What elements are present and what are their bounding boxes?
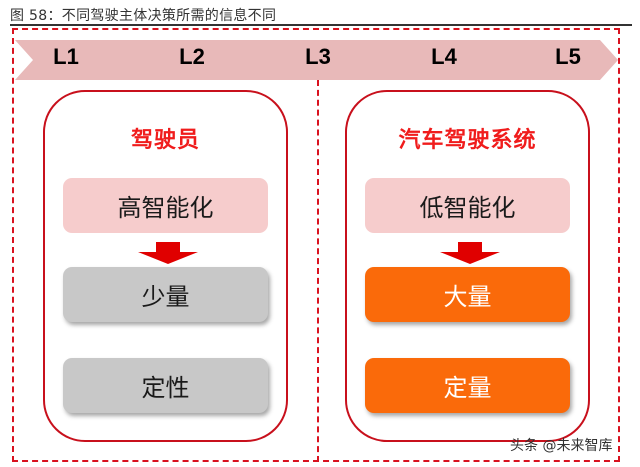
driver-info-type-label: 定性 [141, 374, 190, 402]
l3-divider [317, 80, 319, 462]
level-l1: L1 [53, 44, 79, 69]
system-info-amount-label: 大量 [443, 283, 492, 311]
driver-panel-title: 驾驶员 [130, 128, 200, 153]
down-arrow-icon [440, 242, 500, 264]
system-intelligence-label: 低智能化 [419, 194, 516, 222]
down-arrow-icon [138, 242, 198, 264]
figure-title: 图 58：不同驾驶主体决策所需的信息不同 [10, 8, 277, 24]
level-l2: L2 [179, 44, 205, 69]
level-l5: L5 [555, 44, 581, 69]
watermark: 头条 @未来智库 [510, 438, 613, 454]
system-panel: 汽车驾驶系统 低智能化 大量 定量 [345, 90, 590, 442]
system-panel-title: 汽车驾驶系统 [398, 128, 537, 153]
level-l3: L3 [305, 44, 331, 69]
level-l4: L4 [431, 44, 457, 69]
driver-intelligence-box: 高智能化 [63, 178, 268, 233]
system-info-type-label: 定量 [443, 374, 492, 402]
system-info-type-box: 定量 [365, 358, 570, 413]
driver-info-type-box: 定性 [63, 358, 268, 413]
system-info-amount-box: 大量 [365, 267, 570, 322]
dashed-frame [12, 28, 620, 462]
system-intelligence-box: 低智能化 [365, 178, 570, 233]
driver-info-amount-box: 少量 [63, 267, 268, 322]
driver-panel: 驾驶员 高智能化 少量 定性 [43, 90, 288, 442]
title-underline [10, 24, 632, 26]
driver-intelligence-label: 高智能化 [117, 194, 214, 222]
driver-info-amount-label: 少量 [141, 283, 190, 311]
level-chevron-band [15, 40, 618, 80]
